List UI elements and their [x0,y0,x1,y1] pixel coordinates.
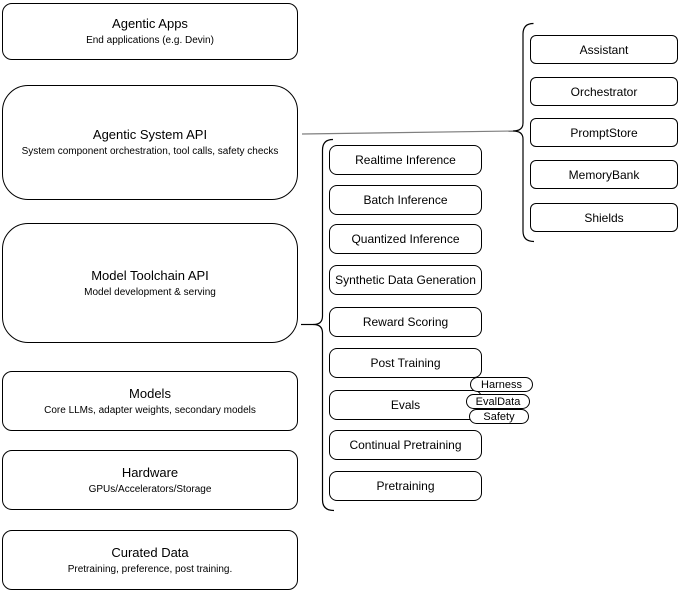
layer-box-hardware: Hardware GPUs/Accelerators/Storage [2,450,298,510]
toolchain-node-pretraining: Pretraining [329,471,482,501]
layer-title: Model Toolchain API [91,267,209,283]
toolchain-node-continual-pretraining: Continual Pretraining [329,430,482,460]
system-node-memorybank: MemoryBank [530,160,678,189]
layer-subtitle: System component orchestration, tool cal… [21,146,279,157]
system-node-assistant: Assistant [530,35,678,64]
system-node-promptstore: PromptStore [530,118,678,147]
layer-box-agentic-apps: Agentic Apps End applications (e.g. Devi… [2,3,298,60]
layer-box-agentic-system-api: Agentic System API System component orch… [2,85,298,200]
layer-subtitle: Core LLMs, adapter weights, secondary mo… [44,404,256,416]
layer-box-models: Models Core LLMs, adapter weights, secon… [2,371,298,431]
system-bracket [512,22,535,243]
layer-box-curated-data: Curated Data Pretraining, preference, po… [2,530,298,590]
layer-title: Curated Data [111,544,189,560]
evals-tag-harness: Harness [470,377,533,392]
toolchain-bracket [313,138,335,512]
layer-title: Agentic Apps [112,16,188,31]
system-connector-line [301,130,514,135]
layer-subtitle: Pretraining, preference, post training. [67,563,233,575]
toolchain-node-quantized-inference: Quantized Inference [329,224,482,254]
toolchain-node-evals: Evals [329,390,482,420]
evals-tag-evaldata: EvalData [466,394,530,409]
system-node-orchestrator: Orchestrator [530,77,678,106]
layer-title: Agentic System API [92,127,208,142]
layer-subtitle: GPUs/Accelerators/Storage [88,483,212,495]
layer-subtitle: End applications (e.g. Devin) [86,35,214,46]
evals-tag-safety: Safety [469,409,529,424]
layer-box-model-toolchain-api: Model Toolchain API Model development & … [2,223,298,343]
toolchain-node-batch-inference: Batch Inference [329,185,482,215]
toolchain-node-reward-scoring: Reward Scoring [329,307,482,337]
toolchain-node-synthetic-data-generation: Synthetic Data Generation [329,265,482,295]
system-node-shields: Shields [530,203,678,232]
toolchain-node-realtime-inference: Realtime Inference [329,145,482,175]
toolchain-node-post-training: Post Training [329,348,482,378]
layer-title: Hardware [121,464,179,480]
layer-title: Models [129,385,171,401]
layer-subtitle: Model development & serving [84,286,216,298]
